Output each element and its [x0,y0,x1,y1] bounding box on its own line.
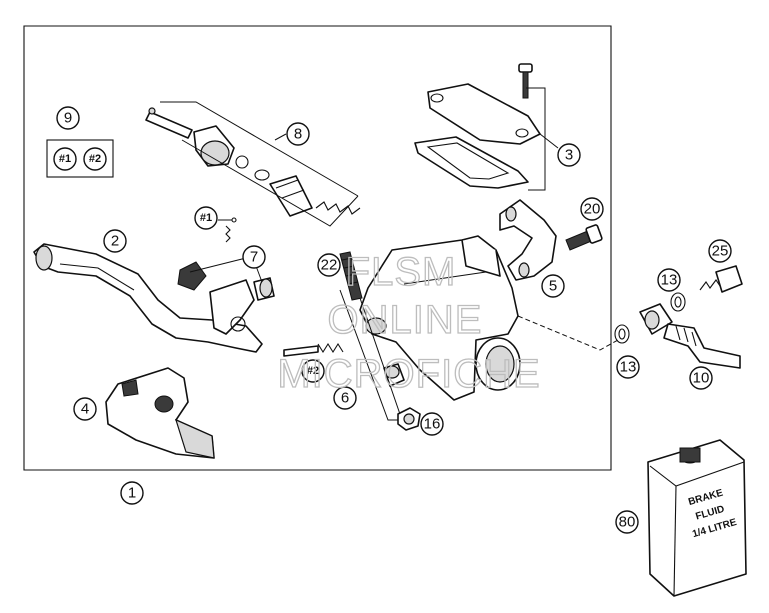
sealing-washer-a [614,324,630,344]
svg-text:9: 9 [64,110,72,127]
callout-22: 22 [317,253,341,277]
svg-text:#2: #2 [307,365,319,377]
cover-screw [518,63,533,99]
svg-text:#1: #1 [59,153,71,165]
callout-9: 9 [56,106,80,130]
dust-boot [193,125,235,167]
svg-text:#2: #2 [89,153,101,165]
circlip [235,155,249,169]
svg-text:5: 5 [549,278,557,295]
kit-marker-2-part: #2 [301,359,325,383]
watermark-line-3: MICROFICHE [277,352,540,396]
callout-7: 7 [242,245,266,269]
lever-guard [105,367,215,459]
callout-13-lower: 13 [616,355,640,379]
kit-marker-1-box: #1 [53,147,77,171]
svg-text:4: 4 [81,401,89,418]
svg-text:7: 7 [250,249,258,266]
pivot-bolt [339,251,363,301]
sealing-washer-b [670,292,686,312]
brake-lever [33,243,263,353]
kit-box [46,139,114,178]
bleed-nut [397,407,421,431]
kit2-pin [283,342,344,357]
svg-text:20: 20 [584,201,601,218]
svg-text:13: 13 [661,272,678,289]
banjo-bolt [699,265,743,293]
pushrod [145,107,193,139]
banjo-fitting [639,303,673,335]
kit-marker-1-part: #1 [194,206,218,230]
assembly-frame [23,25,612,471]
svg-text:10: 10 [693,370,710,387]
callout-6: 6 [333,386,357,410]
reservoir-cover [427,83,541,145]
callout-4: 4 [73,397,97,421]
brake-fluid-can: BRAKE FLUID 1/4 LITRE [647,439,747,597]
svg-text:25: 25 [712,243,729,260]
callout-2: 2 [103,229,127,253]
svg-text:3: 3 [565,147,573,164]
callout-80: 80 [615,510,639,534]
watermark: FLSM ONLINE MICROFICHE [277,249,541,396]
callout-5: 5 [541,274,565,298]
callout-25: 25 [708,239,732,263]
callout-10: 10 [689,366,713,390]
master-cylinder-body [359,235,521,401]
brake-hose [663,323,741,369]
washer [254,169,270,181]
callout-8: 8 [286,122,310,146]
callout-3: 3 [557,143,581,167]
svg-text:8: 8 [294,126,302,143]
svg-text:22: 22 [321,257,338,274]
piston [269,175,313,217]
reservoir-gasket [414,136,529,189]
callout-13-upper: 13 [657,268,681,292]
svg-text:16: 16 [424,416,441,433]
callout-1: 1 [120,481,144,505]
svg-text:13: 13 [620,359,637,376]
kit-marker-2-box: #2 [83,147,107,171]
svg-text:1: 1 [128,485,136,502]
kit1-spring [225,225,231,243]
watermark-line-1: FLSM [346,250,457,294]
watermark-line-2: ONLINE [328,298,483,342]
svg-text:80: 80 [619,514,636,531]
return-spring [315,201,361,215]
adjuster-knob [177,261,207,291]
lever-pivot-bracket [209,279,255,335]
clamp-bolt [565,224,603,251]
callout-16: 16 [420,412,444,436]
handlebar-clamp [499,199,557,281]
callout-20: 20 [580,197,604,221]
svg-text:#1: #1 [200,212,212,224]
svg-text:2: 2 [111,233,119,250]
adjuster-bolt [253,277,275,301]
svg-text:6: 6 [341,390,349,407]
